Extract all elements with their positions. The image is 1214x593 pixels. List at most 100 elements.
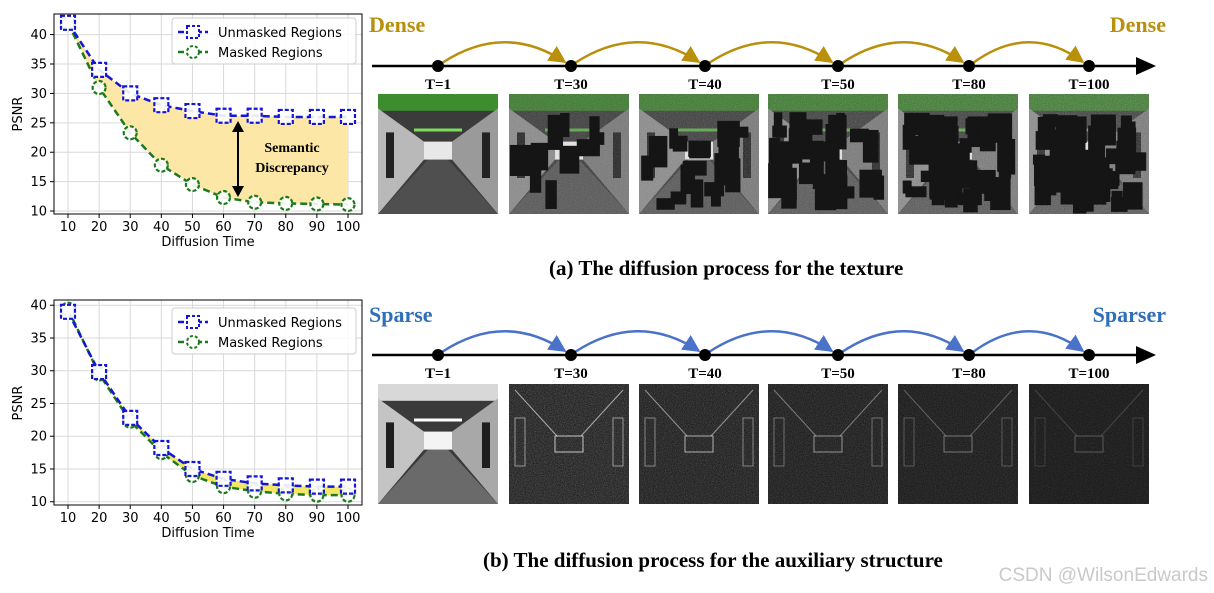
edge-door-right	[742, 417, 754, 467]
timestep-node	[832, 349, 844, 361]
x-tick-label: 20	[91, 220, 108, 235]
y-tick-label: 15	[30, 462, 47, 477]
masked-series-line	[66, 22, 349, 206]
unmasked-point	[246, 107, 263, 124]
watermark: CSDN @WilsonEdwards	[998, 565, 1208, 586]
chart-a-ylabel: PSNR	[11, 97, 26, 132]
mask-block	[1125, 121, 1136, 147]
edge-corridor-end	[554, 435, 584, 453]
edge-door-left	[644, 417, 656, 467]
legend-unmasked-label: Unmasked Regions	[218, 316, 342, 331]
y-tick-label: 15	[30, 175, 47, 190]
thumbnail-ceiling	[378, 384, 498, 401]
panel-a-arcs	[441, 41, 1085, 65]
chart-a-legend: Unmasked Regions Masked Regions	[171, 17, 357, 65]
noise-overlay	[639, 384, 759, 504]
mask-block	[1042, 114, 1058, 128]
mask-block	[905, 186, 927, 198]
edge-line	[839, 389, 883, 437]
unmasked-point	[339, 108, 357, 126]
panel-b-end-label: Sparser	[1093, 302, 1167, 327]
panel-a-caption: (a) The diffusion process for the textur…	[549, 256, 904, 280]
unmasked-point	[215, 107, 232, 124]
panel-a-end-label: Dense	[1110, 12, 1166, 37]
structure-thumbnail	[898, 384, 1018, 504]
noise-overlay	[898, 384, 1018, 504]
mask-block	[963, 188, 978, 213]
structure-thumbnail	[639, 384, 759, 504]
mask-block	[689, 146, 711, 159]
timestep-node	[432, 60, 444, 72]
mask-block	[1073, 128, 1085, 158]
mask-block	[559, 145, 580, 174]
edge-door-left	[1034, 417, 1046, 467]
edge-door-left	[773, 417, 785, 467]
timestep-node	[699, 349, 711, 361]
timestep-label: T=40	[688, 77, 722, 93]
edge-corridor-end	[943, 435, 973, 453]
annotation-line-2: Discrepancy	[255, 161, 329, 176]
mask-block	[669, 128, 679, 149]
texture-thumbnail	[1029, 94, 1149, 214]
edge-line	[1034, 389, 1078, 437]
x-tick-label: 40	[153, 511, 170, 526]
y-tick-label: 25	[30, 397, 47, 412]
timestep-node	[1083, 349, 1095, 361]
edge-door-right	[871, 417, 883, 467]
panel-b-arcs	[441, 330, 1085, 354]
mask-block	[710, 188, 721, 207]
mask-block	[717, 120, 740, 147]
timestep-node	[565, 349, 577, 361]
mask-block	[782, 167, 797, 201]
unmasked-point	[308, 108, 325, 126]
timestep-label: T=80	[952, 366, 986, 382]
transition-arrow	[841, 41, 965, 65]
unmasked-point	[215, 470, 232, 487]
x-tick-label: 30	[122, 511, 139, 526]
mask-block	[1043, 172, 1057, 196]
edge-corridor-end	[813, 435, 843, 453]
mask-block	[773, 112, 783, 136]
edge-line	[1100, 389, 1144, 437]
texture-thumbnail	[768, 94, 888, 214]
edge-door-right	[1001, 417, 1013, 467]
legend-unmasked-marker	[186, 315, 200, 329]
transition-arrow	[841, 330, 965, 354]
mask-block	[682, 160, 707, 176]
panel-a-images	[378, 94, 1149, 214]
structure-thumbnail	[378, 384, 498, 504]
timestep-node	[963, 349, 975, 361]
masked-point	[215, 189, 232, 206]
timestep-label: T=100	[1068, 77, 1109, 93]
unmasked-point	[184, 102, 201, 120]
y-tick-label: 25	[30, 116, 47, 131]
mask-block	[826, 144, 840, 177]
y-tick-label: 30	[30, 87, 47, 102]
x-tick-label: 60	[215, 220, 232, 235]
x-tick-label: 10	[60, 220, 77, 235]
mask-block	[576, 139, 600, 157]
x-tick-label: 30	[122, 220, 139, 235]
mask-block	[998, 149, 1012, 179]
unmasked-point	[59, 14, 77, 31]
panel-a-axis-head	[1136, 57, 1156, 75]
timestep-node	[432, 349, 444, 361]
mask-block	[589, 116, 600, 148]
legend-unmasked-label: Unmasked Regions	[218, 26, 342, 41]
timestep-label: T=30	[554, 77, 588, 93]
edge-door-right	[1132, 417, 1144, 467]
edge-line	[710, 389, 754, 437]
mask-block	[1090, 114, 1116, 130]
unmasked-point	[308, 478, 325, 495]
timestep-label: T=30	[554, 366, 588, 382]
y-tick-label: 20	[30, 430, 47, 445]
x-tick-label: 40	[153, 220, 170, 235]
y-tick-label: 35	[30, 58, 47, 73]
masked-point	[309, 196, 325, 212]
mask-block	[828, 114, 847, 150]
